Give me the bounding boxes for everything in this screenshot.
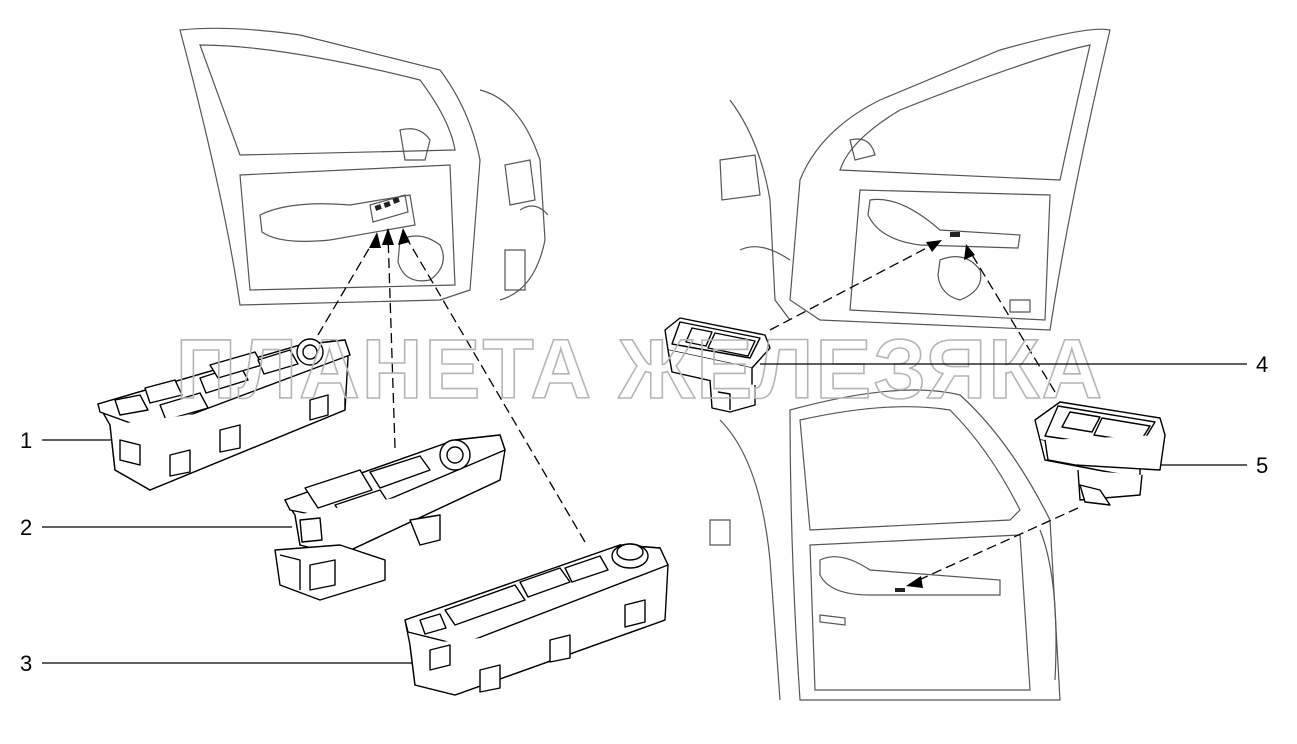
arrow-4-to-passenger-door <box>769 241 939 331</box>
callout-2: 2 <box>20 515 32 540</box>
arrow-heads <box>369 228 975 588</box>
callout-3: 3 <box>20 651 32 676</box>
front-passenger-door-illustration <box>719 28 1111 331</box>
window-switch-unit-4 <box>664 317 771 413</box>
callout-1: 1 <box>20 428 32 453</box>
front-door-illustration <box>179 27 549 306</box>
arrow-2-to-front-door <box>387 234 396 449</box>
installation-arrows <box>317 231 1079 585</box>
window-switch-unit-3 <box>404 543 669 696</box>
window-switch-unit-1 <box>97 338 351 491</box>
callout-5: 5 <box>1256 453 1268 478</box>
window-switch-unit-5 <box>1034 401 1166 506</box>
callout-leaders <box>42 363 1247 664</box>
front-passenger-switch-location <box>950 232 960 237</box>
arrow-5-to-passenger-door <box>967 247 1056 393</box>
callout-4: 4 <box>1256 352 1268 377</box>
front-door-switch-location <box>374 197 400 211</box>
window-switch-unit-2 <box>274 434 506 601</box>
arrow-1-to-front-door <box>317 234 378 336</box>
arrow-5-to-rear-door <box>909 507 1079 585</box>
rear-door-switch-location <box>895 588 905 592</box>
rear-door-illustration <box>709 389 1061 701</box>
watermark-text: ПЛАНЕТА ЖЕЛЕЗЯКА <box>176 322 1104 416</box>
